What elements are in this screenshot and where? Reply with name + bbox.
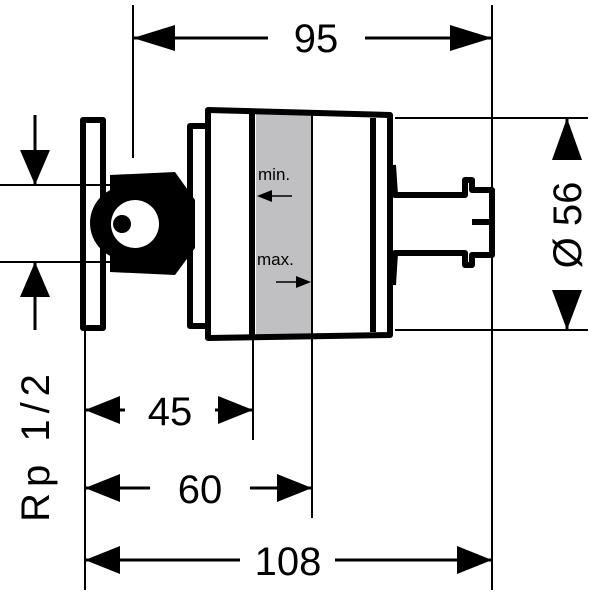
arrow-right-icon <box>296 276 311 288</box>
arrowheads <box>20 25 582 574</box>
min-label-group: min. max. <box>257 165 311 288</box>
arrow-left-icon <box>257 190 272 202</box>
extension-lines <box>0 5 588 590</box>
dim-depth-max: 60 <box>178 468 223 512</box>
dim-total-length: 108 <box>255 540 322 584</box>
valve-body <box>80 107 495 341</box>
max-label: max. <box>257 250 294 269</box>
dim-width-top: 95 <box>294 17 339 61</box>
min-label: min. <box>258 165 290 184</box>
dim-diameter: Ø 56 <box>546 182 590 269</box>
dim-thread: Rp 1/2 <box>14 368 58 522</box>
dim-depth-min: 45 <box>148 390 193 434</box>
